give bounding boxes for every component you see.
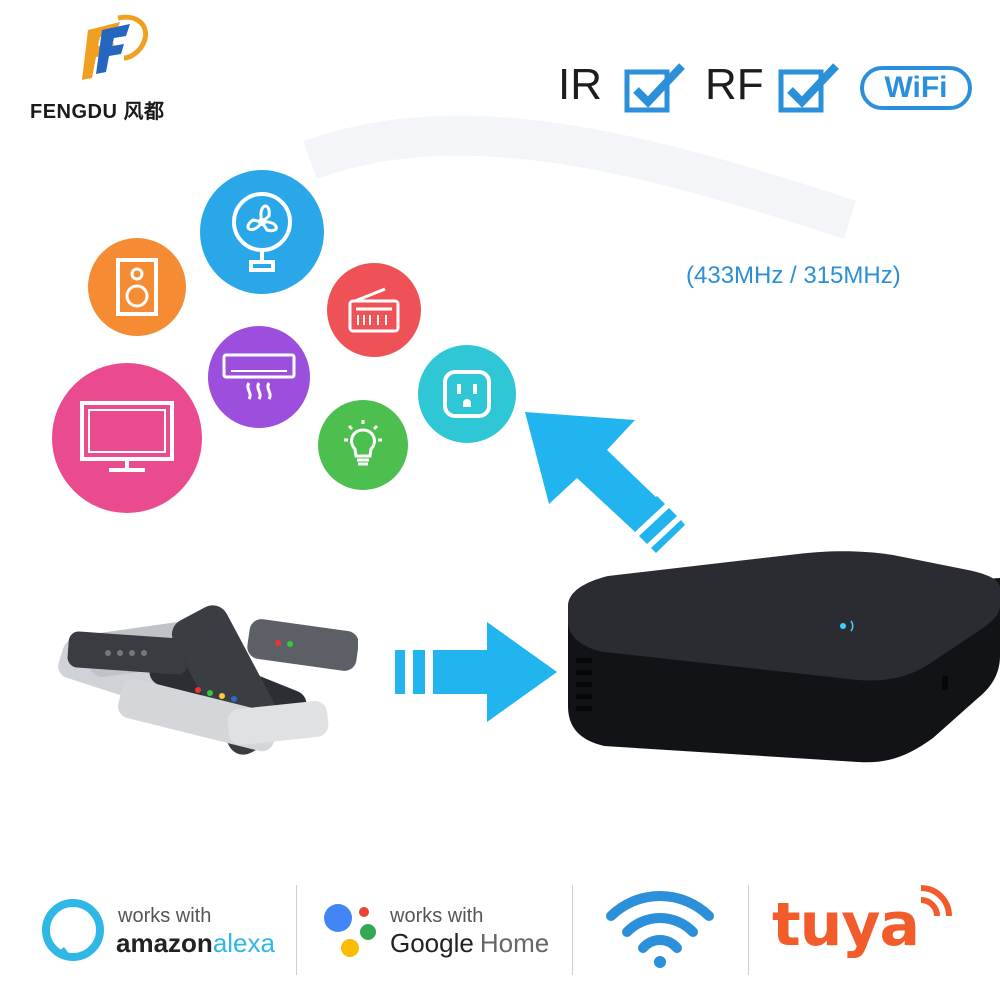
google-assistant-icon xyxy=(318,898,382,967)
plug-circle xyxy=(418,345,516,443)
rf-label: RF xyxy=(705,60,764,109)
tv-icon xyxy=(80,401,174,472)
fengdu-logo-icon xyxy=(82,14,148,80)
right-arrow-icon xyxy=(395,622,560,727)
speaker-icon xyxy=(116,258,158,316)
speaker-circle xyxy=(88,238,186,336)
radio-icon xyxy=(348,287,400,333)
brand-logo xyxy=(80,12,150,84)
ir-rf-hub-device xyxy=(568,548,1000,771)
home-text: Home xyxy=(479,928,550,958)
smart-plug-icon xyxy=(443,370,491,418)
alexa-works-with: works with xyxy=(118,905,212,927)
tuya-wordmark: tuya xyxy=(772,890,920,960)
fan-circle xyxy=(200,170,324,294)
ir-label: IR xyxy=(558,60,602,109)
ac-circle xyxy=(208,326,310,428)
remote-controls-image xyxy=(48,595,359,765)
divider-3 xyxy=(748,885,749,975)
rf-check-icon xyxy=(778,60,842,119)
signal-waves-decoration xyxy=(290,100,890,285)
divider-1 xyxy=(296,885,297,975)
tv-circle xyxy=(52,363,202,513)
bulb-circle xyxy=(318,400,408,490)
alexa-logo-icon xyxy=(40,897,106,968)
wifi-badge: WiFi xyxy=(860,66,972,110)
wifi-icon xyxy=(605,888,715,973)
fan-icon xyxy=(232,192,292,272)
air-conditioner-icon xyxy=(222,353,296,400)
divider-2 xyxy=(572,885,573,975)
amazon-text: amazon xyxy=(116,928,213,958)
brand-name: FENGDU 风都 xyxy=(30,101,165,123)
alexa-text: alexa xyxy=(212,928,275,958)
radio-circle xyxy=(327,263,421,357)
light-bulb-icon xyxy=(344,420,382,466)
ir-check-icon xyxy=(624,60,688,119)
amazon-alexa-wordmark: amazonalexa xyxy=(116,928,275,959)
up-arrow-icon xyxy=(515,412,685,567)
frequency-label: (433MHz / 315MHz) xyxy=(686,262,901,289)
google-works-with: works with xyxy=(390,905,484,927)
google-text: Google xyxy=(390,928,474,958)
tuya-signal-icon xyxy=(915,882,955,927)
